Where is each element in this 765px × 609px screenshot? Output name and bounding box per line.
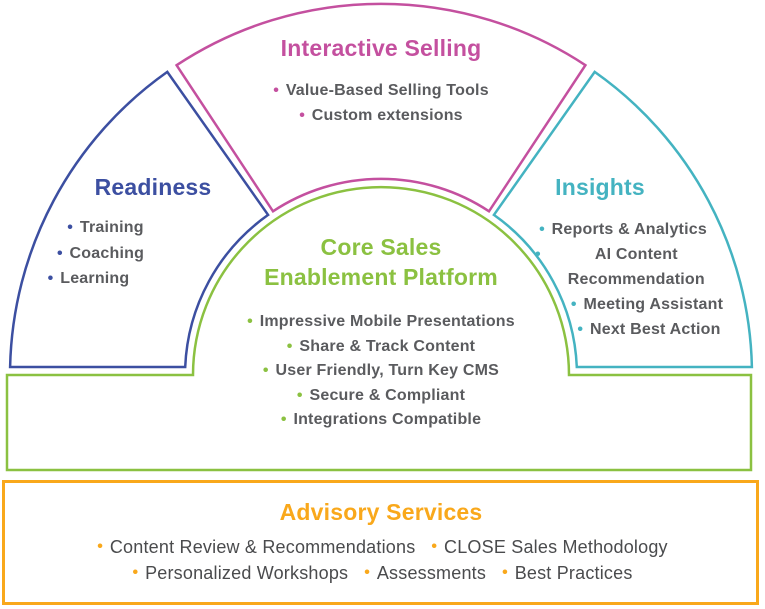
bullet-dot-icon: •	[97, 538, 103, 555]
bullet-text: Meeting Assistant	[583, 296, 724, 313]
insights-segment-outline	[492, 70, 754, 369]
bullet-item: • Content Review & Recommendations	[97, 536, 415, 558]
bullet-text: Next Best Action	[589, 321, 721, 338]
bullet-text: Assessments	[376, 563, 487, 583]
bullet-dot-icon: •	[262, 362, 269, 379]
bullet-item: • Value-Based Selling Tools	[231, 78, 531, 103]
bullet-item: • Share & Track Content	[181, 335, 581, 360]
bullet-item: • AI Content Recommendation	[535, 242, 725, 292]
bullet-item: • Training	[18, 215, 193, 241]
bullet-item: • Best Practices	[502, 562, 632, 584]
bullet-dot-icon: •	[296, 386, 303, 404]
interactive-selling-bullet-list: • Value-Based Selling Tools • Custom extens…	[231, 78, 531, 128]
bullet-item: • Reports & Analytics	[528, 217, 718, 242]
bullet-text: Personalized Workshops	[145, 563, 349, 583]
insights-bullet-list: • Reports & Analytics • AI Content Recommen…	[535, 217, 731, 342]
bullet-dot-icon: •	[247, 313, 253, 330]
bullet-dot-icon: •	[132, 564, 139, 581]
bullet-text: Integrations Compatible	[293, 411, 482, 428]
bullet-item: • Next Best Action	[554, 317, 744, 342]
bullet-dot-icon: •	[286, 337, 293, 355]
bullet-item: • Secure & Compliant	[181, 384, 581, 409]
bullet-text: Value-Based Selling Tools	[285, 82, 489, 99]
bullet-text: Best Practices	[514, 563, 633, 583]
bullet-item: • Impressive Mobile Presentations	[181, 310, 581, 335]
bullet-dot-icon: •	[502, 564, 508, 581]
bullet-text: Coaching	[69, 244, 145, 262]
insights-title: Insights	[555, 174, 645, 200]
readiness-segment-outline	[8, 70, 270, 369]
bullet-dot-icon: •	[570, 296, 577, 313]
advisory-box-outline	[2, 480, 759, 605]
advisory-row-1: • Content Review & Recommendations • CLOSE …	[10, 536, 755, 558]
core-platform-title-line2: Enablement Platform	[264, 264, 498, 290]
bullet-text: Learning	[60, 270, 130, 287]
bullet-item: • Personalized Workshops	[132, 562, 348, 584]
bullet-dot-icon: •	[431, 538, 438, 555]
interactive-selling-segment-outline	[174, 2, 588, 214]
bullet-dot-icon: •	[577, 321, 583, 338]
readiness-title: Readiness	[94, 174, 212, 200]
bullet-item: • Custom extensions	[231, 103, 531, 128]
core-platform-title: Core Sales Enablement Platform	[231, 232, 531, 292]
bullet-text: Impressive Mobile Presentations	[259, 313, 515, 330]
bullet-text: CLOSE Sales Methodology	[444, 537, 668, 557]
bullet-text: Training	[79, 219, 144, 236]
bullet-dot-icon: •	[67, 219, 73, 236]
bullet-text: Share & Track Content	[299, 337, 476, 355]
bullet-text: Secure & Compliant	[309, 386, 466, 404]
bullet-item: • Learning	[1, 266, 176, 292]
bullet-dot-icon: •	[273, 82, 279, 99]
core-platform-bullet-list: • Impressive Mobile Presentations • Share &…	[181, 310, 581, 433]
readiness-bullet-list: • Training • Coaching • Learning	[18, 215, 193, 292]
core-platform-outline	[5, 185, 753, 472]
bullet-text: User Friendly, Turn Key CMS	[275, 362, 500, 379]
advisory-title: Advisory Services	[279, 499, 483, 525]
bullet-text: AI Content Recommendation	[567, 246, 705, 288]
bullet-item: • Integrations Compatible	[181, 408, 581, 433]
bullet-dot-icon: •	[364, 564, 370, 581]
bullet-dot-icon: •	[47, 270, 54, 287]
advisory-row-2: • Personalized Workshops • Assessments • Best…	[10, 562, 755, 584]
bullet-dot-icon: •	[539, 221, 545, 238]
bullet-item: • Coaching	[13, 241, 188, 267]
bullet-text: Reports & Analytics	[551, 221, 707, 238]
bullet-item: • User Friendly, Turn Key CMS	[181, 359, 581, 384]
bullet-item: • Meeting Assistant	[552, 292, 742, 317]
bullet-dot-icon: •	[56, 244, 63, 262]
interactive-selling-title: Interactive Selling	[280, 35, 482, 61]
bullet-dot-icon: •	[280, 411, 287, 428]
bullet-item: • CLOSE Sales Methodology	[431, 536, 667, 558]
bullet-text: Content Review & Recommendations	[109, 537, 416, 557]
bullet-dot-icon: •	[535, 246, 541, 263]
core-platform-title-line1: Core Sales	[320, 234, 442, 260]
bullet-item: • Assessments	[364, 562, 486, 584]
bullet-dot-icon: •	[299, 107, 305, 124]
bullet-text: Custom extensions	[311, 107, 463, 124]
